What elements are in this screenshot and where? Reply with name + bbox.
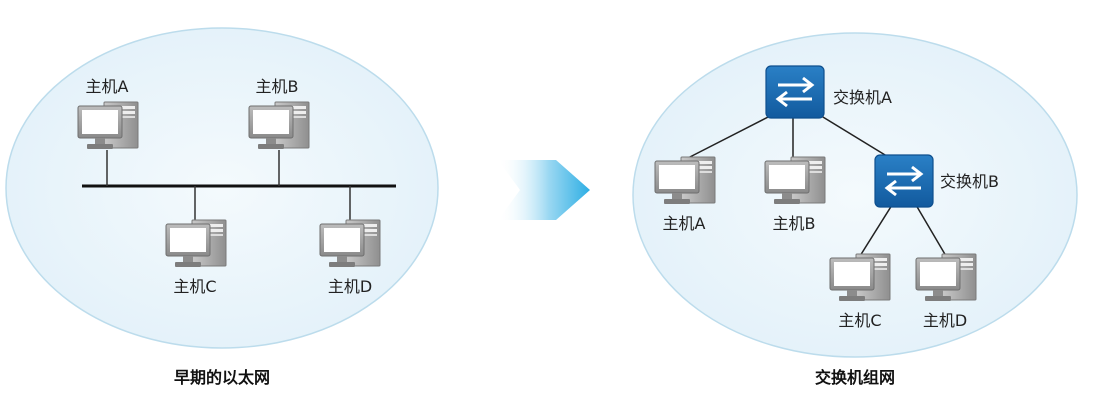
switch-label: 交换机A [833,88,892,107]
host-label: 主机C [173,277,216,296]
switch-icon [764,64,826,120]
right-caption: 交换机组网 [815,368,895,387]
transition-arrow [498,160,590,220]
left-network-ellipse [5,27,439,349]
switch-label: 交换机B [940,172,999,191]
host-label: 主机C [838,311,881,330]
host-label: 主机A [663,214,706,233]
link-switch-b-host-c [859,204,893,257]
host-label: 主机A [86,77,129,96]
arrow-icon [498,160,590,220]
host-d: 主机D [319,219,381,296]
switch-network-panel: 交换机A 交换机B 主机A 主机B 主机C 主机D 交换机组网 [632,32,1078,387]
host-a: 主机A [77,77,139,150]
switch-a: 交换机A [764,64,892,120]
left-caption: 早期的以太网 [174,368,270,387]
host-label: 主机D [923,311,967,330]
host-b: 主机B [764,156,826,233]
early-ethernet-panel: 主机A 主机B 主机C 主机D 早期的以太网 [5,27,439,387]
host-a: 主机A [654,156,716,233]
switch-b: 交换机B [873,153,999,209]
host-label: 主机D [328,277,372,296]
host-b: 主机B [248,77,310,150]
link-switch-b-host-d [915,204,947,257]
switch-icon [873,153,935,209]
host-c: 主机C [165,219,227,296]
host-c: 主机C [829,253,891,330]
host-label: 主机B [773,214,816,233]
host-label: 主机B [256,77,299,96]
link-switch-a-host-a [683,112,777,161]
host-d: 主机D [915,253,977,330]
link-switch-a-switch-b [817,113,891,159]
